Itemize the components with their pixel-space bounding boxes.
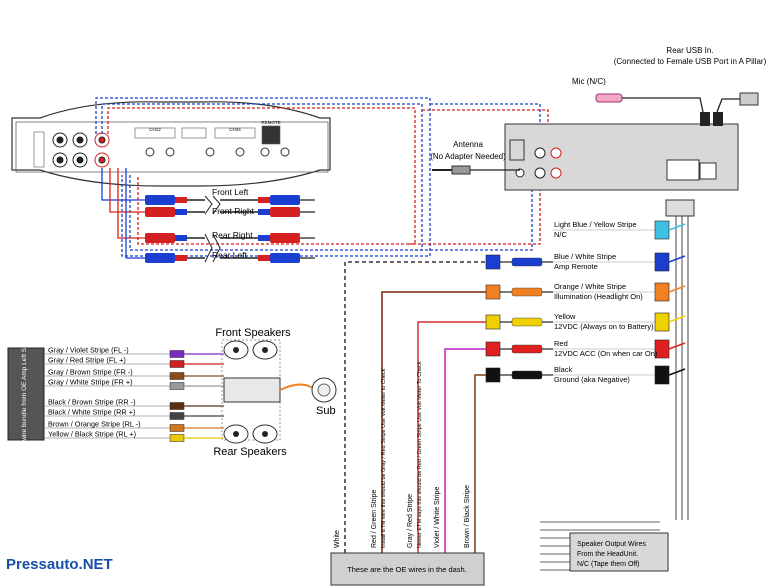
antenna-plug: [432, 165, 520, 175]
speaker-wire-plug: [169, 434, 185, 442]
speaker-wire-label: Yellow / Black Stripe (RL +): [48, 430, 136, 439]
harness-mate-plug: [485, 341, 501, 357]
speaker-wire-label: Gray / Red Stripe (FL +): [48, 356, 126, 365]
speaker-bundle: Speaker wire bundle from OE Amp Left Sid…: [7, 320, 45, 467]
usb-label: Rear USB In.: [666, 46, 713, 55]
speaker-wire-plug: [169, 402, 185, 410]
harness-mate-plug: [485, 284, 501, 300]
rear-right-label: Rear Right: [212, 230, 253, 240]
speaker-wire-label: Gray / Violet Stripe (FL -): [48, 346, 129, 355]
sub-label: Sub: [316, 405, 336, 417]
dash-wire-label: White: [334, 530, 341, 548]
speaker-output-note-2: From the HeadUnit.: [577, 551, 638, 558]
amplifier: CH12 CH34 REMOTE: [11, 101, 331, 187]
amp-ch34-label: CH34: [229, 127, 241, 132]
speaker-wire-plug: [169, 424, 185, 432]
speaker-wire-plug: [169, 360, 185, 368]
speaker-output-note-1: Speaker Output Wires: [577, 541, 646, 548]
speaker-wire-plug: [169, 412, 185, 420]
harness-mate-sleeve: [511, 287, 543, 297]
antenna-label: Antenna: [453, 140, 483, 149]
harness-mate-plug: [485, 314, 501, 330]
dash-wire-label: Red / Green Stripe: [371, 490, 378, 548]
harness-pin: [654, 312, 670, 332]
harness-pin-wire: [668, 368, 686, 376]
harness-connector: [665, 199, 695, 520]
front-right-label: Front Right: [212, 206, 255, 216]
dash-wires-box: [330, 552, 485, 586]
harness-pin-wire: [668, 315, 686, 323]
rear-speakers-label: Rear Speakers: [213, 446, 287, 458]
harness-wire-label: Yellow: [554, 312, 576, 321]
dash-wire: [381, 291, 486, 553]
mic-plug: [595, 93, 704, 113]
speaker-wire-label: Gray / Brown Stripe (FR -): [48, 368, 133, 377]
harness-pin-wire: [668, 342, 686, 350]
head-unit: [504, 112, 739, 191]
harness-wire-label: Blue / White Stripe: [554, 252, 616, 261]
speaker-rows: Gray / Violet Stripe (FL -)Gray / Red St…: [44, 346, 224, 442]
speaker-terminals: [221, 339, 337, 444]
amp-remote-label: REMOTE: [261, 120, 280, 125]
dash-wire-label: Brown / Black Stripe: [464, 485, 471, 548]
speaker-output-wires: [540, 521, 669, 572]
harness-wire-function: Illumination (Headlight On): [554, 292, 643, 301]
harness-wire-label: Black: [554, 365, 573, 374]
bundle-note: Speaker wire bundle from OE Amp Left Sid…: [21, 320, 28, 466]
speaker-wire-plug: [169, 372, 185, 380]
dash-wire: [444, 348, 486, 553]
harness-mate-sleeve: [511, 344, 543, 354]
harness-pin: [654, 220, 670, 240]
speaker-wire-plug: [169, 350, 185, 358]
harness-mate-sleeve: [511, 317, 543, 327]
harness-mate-plug: [485, 254, 501, 270]
harness-wire-function: Ground (aka Negative): [554, 375, 630, 384]
dash-wire: [344, 261, 486, 553]
harness-pin-wire: [668, 285, 686, 293]
dash-wire: [474, 374, 486, 553]
rear-left-label: Rear Left: [212, 250, 248, 260]
harness-pin: [654, 252, 670, 272]
dash-wire-label: Gray / Red Stripe: [407, 494, 414, 548]
harness-mate-sleeve: [511, 370, 543, 380]
harness-wire-function: Amp Remote: [554, 262, 598, 271]
amp-ch12-label: CH12: [149, 127, 161, 132]
antenna-note: (No Adapter Needed): [430, 152, 506, 161]
front-left-label: Front Left: [212, 187, 249, 197]
dash-wire-label: Violet / White Stripe: [434, 487, 441, 548]
harness-wire-label: Red: [554, 339, 568, 348]
mic-label: Mic (N/C): [572, 77, 606, 86]
rca-plugs: [145, 195, 315, 263]
usb-plug: [716, 92, 759, 113]
dash-wire-note: Newer ETM says this should be Red / Gree…: [417, 361, 423, 548]
harness-wire-label: Orange / White Stripe: [554, 282, 626, 291]
speaker-wire-label: Brown / Orange Stripe (RL -): [48, 420, 141, 429]
rca-cables: [95, 97, 549, 259]
watermark: Pressauto.NET: [6, 556, 113, 573]
harness-mate-plug: [485, 367, 501, 383]
front-speakers-label: Front Speakers: [215, 327, 291, 339]
harness-pin-wire: [668, 223, 686, 231]
harness-wire-function: 12VDC ACC (On when car On): [554, 349, 658, 358]
harness-pin: [654, 365, 670, 385]
harness-pin: [654, 282, 670, 302]
harness-wire-label: Light Blue / Yellow Stripe: [554, 220, 637, 229]
dash-wire-note: Install ETM wire this should be Gray / R…: [381, 368, 387, 548]
speaker-wire-plug: [169, 382, 185, 390]
harness-wire-function: 12VDC (Always on to Battery): [554, 322, 654, 331]
harness-mate-sleeve: [511, 257, 543, 267]
harness-pin-wire: [668, 255, 686, 263]
speaker-wire-label: Black / Brown Stripe (RR -): [48, 398, 136, 407]
usb-note: (Connected to Female USB Port in A Pilla…: [614, 57, 767, 66]
dash-note: These are the OE wires in the dash.: [347, 565, 467, 574]
speaker-wire-label: Black / White Stripe (RR +): [48, 408, 135, 417]
dash-wire: [417, 321, 486, 553]
harness-wire-function: N/C: [554, 230, 568, 239]
speaker-output-note-3: N/C (Tape them Off): [577, 561, 640, 568]
speaker-wire-label: Gray / White Stripe (FR +): [48, 378, 133, 387]
